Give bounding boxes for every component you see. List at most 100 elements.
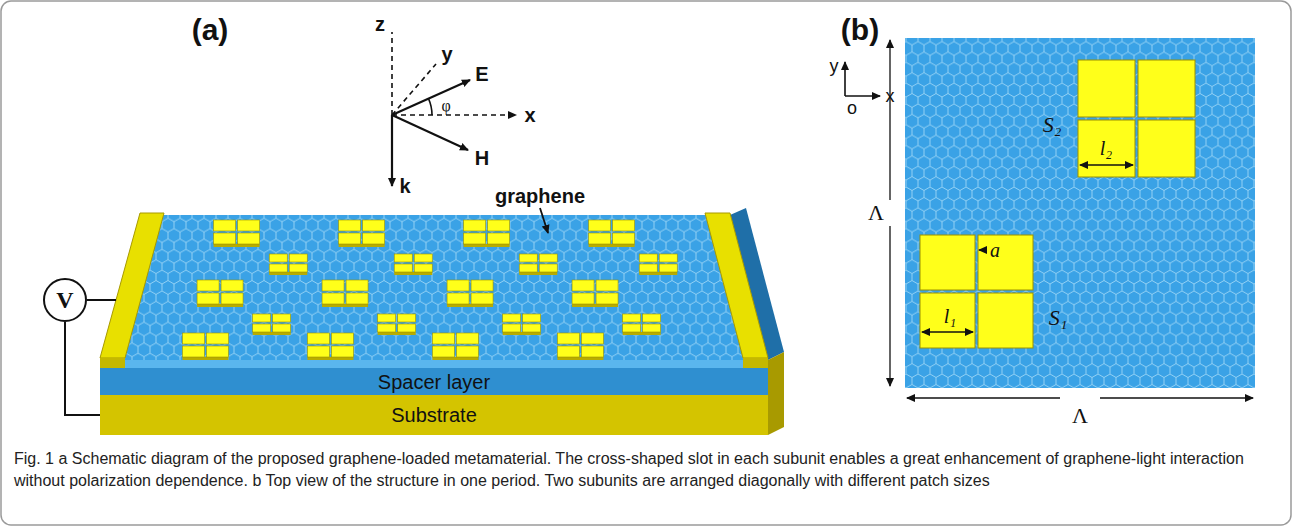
gold-patch: [659, 264, 677, 272]
gold-patch: [214, 233, 236, 244]
gold-patch: [269, 264, 287, 272]
patch-edge: [503, 332, 541, 335]
annotation-label: Λ: [1072, 405, 1088, 427]
gold-patch: [206, 346, 228, 357]
gold-patch: [523, 324, 541, 332]
patch-edge: [464, 244, 510, 247]
gold-patch: [589, 220, 611, 231]
gold-patch: [456, 346, 478, 357]
gold-patch: [519, 264, 537, 272]
gold-patch: [471, 293, 493, 304]
gold-patch: [398, 314, 416, 322]
gold-patch: [394, 254, 412, 262]
spacer-layer-band: Spacer layer: [100, 368, 768, 395]
patch-edge: [378, 332, 416, 335]
gold-patch: [363, 233, 385, 244]
gold-patch: [221, 293, 243, 304]
gold-patch: [273, 314, 291, 322]
patch-edge: [322, 304, 368, 307]
gold-patch: [206, 333, 228, 344]
gold-patch: [432, 333, 454, 344]
gold-patch: [639, 254, 657, 262]
gold-patch: [197, 293, 219, 304]
gold-patch: [269, 254, 287, 262]
patch-edge: [572, 304, 618, 307]
annotation-label: Λ: [868, 202, 884, 224]
annotation-label: E: [475, 64, 488, 84]
coordinate-axes: [845, 62, 880, 96]
dimension-lines: [890, 40, 1253, 398]
leader-line: [540, 208, 548, 233]
gold-patch: [623, 314, 641, 322]
patch-edge: [519, 272, 557, 275]
gold-patch: [464, 220, 486, 231]
gold-patch: [378, 314, 396, 322]
gold-patch: [432, 346, 454, 357]
gold-patch: [596, 280, 618, 291]
gold-patch: [331, 333, 353, 344]
gold-patch: [182, 346, 204, 357]
annotation-label: o: [847, 99, 857, 117]
annotation-label: φ: [441, 98, 450, 114]
gold-patch: [331, 346, 353, 357]
figure-caption: Fig. 1 a Schematic diagram of the propos…: [14, 448, 1276, 493]
gold-patch: [322, 280, 344, 291]
patch-edge: [339, 244, 385, 247]
gold-patch: [557, 333, 579, 344]
gold-patch: [394, 264, 412, 272]
metamaterial-slab: [100, 208, 784, 435]
patch-edge: [394, 272, 432, 275]
gold-patch: [623, 324, 641, 332]
unit-cell: [905, 38, 1255, 388]
gold-patch: [398, 324, 416, 332]
patch-edge: [253, 332, 291, 335]
gold-patch: [503, 324, 521, 332]
patch-edge: [269, 272, 307, 275]
gold-patch: [197, 280, 219, 291]
gold-patch: [339, 233, 361, 244]
annotation-label: a: [990, 240, 1000, 260]
annotation-label: S₁: [1049, 307, 1068, 329]
graphene-texture: [905, 38, 1255, 388]
gold-patch: [539, 254, 557, 262]
gold-patch: [589, 233, 611, 244]
substrate-band: Substrate: [100, 395, 768, 435]
gold-patch: [519, 254, 537, 262]
gold-patch: [572, 293, 594, 304]
gold-patch: [273, 324, 291, 332]
annotation-label: graphene: [495, 186, 585, 206]
gold-patch: [238, 233, 260, 244]
patch-edge: [557, 357, 603, 360]
gold-patch: [572, 280, 594, 291]
gold-patch: [503, 314, 521, 322]
gold-patch: [613, 220, 635, 231]
annotation-label: z: [375, 14, 385, 34]
gold-patch: [471, 280, 493, 291]
gold-patch: [523, 314, 541, 322]
gold-patch: [378, 324, 396, 332]
patch-edge: [639, 272, 677, 275]
patch-edge: [197, 304, 243, 307]
gold-patch: [253, 324, 271, 332]
gold-patch: [221, 280, 243, 291]
gold-patch: [214, 220, 236, 231]
patch-edge: [182, 357, 228, 360]
gold-patch: [643, 324, 661, 332]
gold-patch: [363, 220, 385, 231]
patch-group: [920, 60, 1195, 348]
gold-patch: [238, 220, 260, 231]
gold-patch: [456, 333, 478, 344]
electrode-wire: [87, 299, 116, 301]
gold-patch: [289, 264, 307, 272]
coordinate-axes: [392, 32, 516, 186]
node-text: V: [56, 288, 73, 312]
gold-patch: [581, 333, 603, 344]
gold-patch: [659, 254, 677, 262]
annotation-label: x: [524, 105, 535, 125]
gold-patch: [464, 233, 486, 244]
gold-patch: [488, 220, 510, 231]
gold-patch: [639, 264, 657, 272]
gold-patch: [322, 293, 344, 304]
gold-patch: [643, 314, 661, 322]
